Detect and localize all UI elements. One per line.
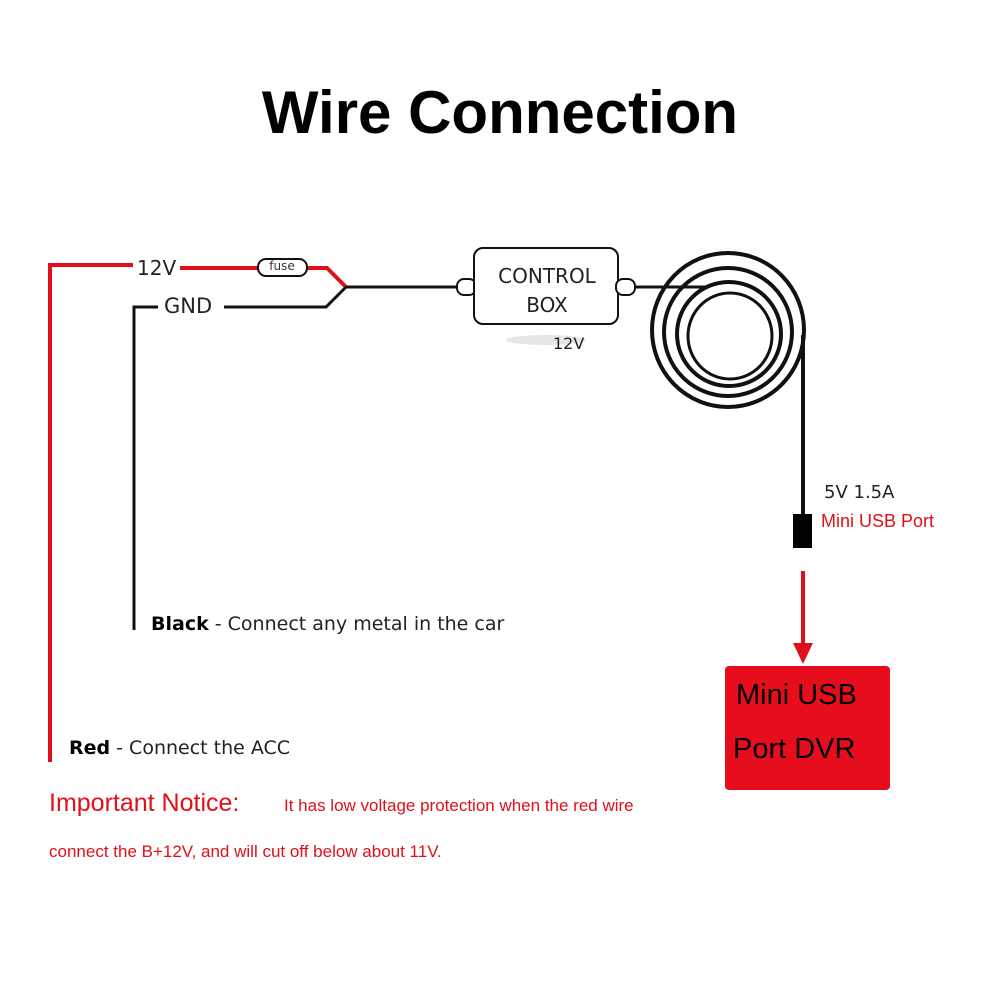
red-wire-note-name: Red (69, 737, 111, 759)
fuse-label: fuse (269, 259, 295, 273)
mini-usb-plug-icon (793, 514, 812, 548)
red-wire-label: 12V (137, 256, 177, 280)
control-box-right-connector (615, 278, 636, 296)
notice-text-line2: connect the B+12V, and will cut off belo… (49, 842, 442, 861)
control-box-label: CONTROL BOX (476, 262, 618, 320)
black-wire-label: GND (164, 294, 213, 318)
mini-usb-port-label: Mini USB Port (821, 511, 935, 531)
control-box-voltage: 12V (553, 334, 585, 353)
control-box-label-line1: CONTROL (498, 264, 596, 288)
dvr-box (725, 666, 890, 790)
black-wire-to-junction (224, 285, 348, 309)
red-wire-note: Red - Connect the ACC (69, 737, 290, 759)
black-wire-note-text: - Connect any metal in the car (208, 613, 505, 635)
dvr-label-line2: Port DVR (733, 733, 856, 765)
control-box-label-line2: BOX (526, 293, 568, 317)
coiled-cable (650, 251, 806, 409)
dvr-label-line1: Mini USB (736, 679, 857, 711)
black-wire-note: Black - Connect any metal in the car (151, 613, 504, 635)
black-wire-note-name: Black (151, 613, 209, 635)
fuse-icon (257, 258, 308, 277)
control-box-shadow (506, 335, 586, 345)
diagram-title: Wire Connection (261, 79, 739, 146)
red-wire (48, 263, 133, 762)
output-voltage-label: 5V 1.5A (824, 482, 895, 503)
black-wire (132, 305, 158, 630)
red-wire-from-fuse (307, 266, 348, 289)
arrow-down-icon (793, 571, 813, 664)
notice-heading: Important Notice: (49, 789, 240, 817)
red-wire-note-text: - Connect the ACC (110, 737, 291, 759)
notice-text-line1: It has low voltage protection when the r… (284, 796, 634, 815)
